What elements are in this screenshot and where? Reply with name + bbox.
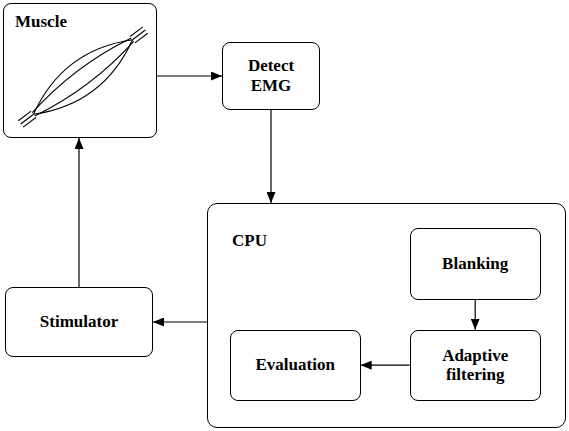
arrow-connector: [361, 365, 410, 366]
arrow-connector: [153, 321, 207, 322]
process-box: Evaluation: [230, 330, 361, 401]
arrow-connector: [78, 138, 79, 287]
process-box: Detect EMG: [222, 42, 320, 110]
arrow-connector: [270, 110, 271, 203]
box-label: CPU: [232, 231, 267, 251]
arrow-connector: [475, 300, 476, 330]
box-label: Evaluation: [256, 355, 335, 375]
box-label: Adaptive filtering: [418, 346, 533, 385]
process-box: Adaptive filtering: [410, 330, 541, 401]
box-label: Blanking: [442, 254, 508, 274]
box-label: Stimulator: [40, 312, 118, 332]
box-label: Muscle: [15, 12, 67, 32]
box-label: Detect EMG: [230, 56, 312, 95]
muscle-drawing: [10, 16, 155, 137]
muscle-box: Muscle: [3, 3, 157, 138]
process-box: Blanking: [410, 228, 541, 300]
cpu-box: CPU BlankingEvaluation Adaptive filtering: [207, 203, 566, 428]
arrow-connector: [157, 75, 222, 76]
process-box: Stimulator: [5, 287, 153, 357]
